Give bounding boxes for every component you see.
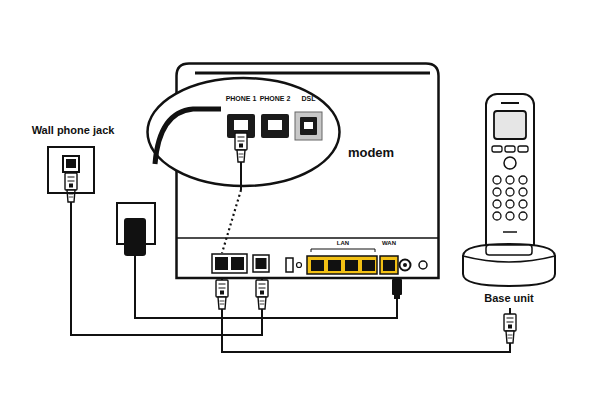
port-group-label: LAN bbox=[336, 240, 350, 247]
power-cable bbox=[135, 256, 397, 318]
port-group-label: WAN bbox=[381, 240, 397, 247]
wall-plate bbox=[49, 148, 97, 196]
port-label: PHONE 1 bbox=[226, 95, 257, 103]
node-label: Base unit bbox=[484, 292, 534, 305]
phone-plug bbox=[65, 173, 77, 206]
power-plug bbox=[392, 279, 402, 295]
zoom-circle bbox=[145, 76, 342, 188]
cordless-handset bbox=[486, 94, 534, 258]
node-label: Wall phone jack bbox=[32, 124, 115, 137]
port-label: DSL bbox=[302, 95, 316, 103]
node-label: modem bbox=[348, 146, 394, 161]
base-unit: Base unit bbox=[460, 238, 558, 308]
phone-plug bbox=[504, 314, 516, 347]
phone-plug bbox=[216, 280, 228, 313]
wall-phone-jack: Wall phone jack bbox=[47, 146, 95, 194]
wall-jack-socket bbox=[63, 156, 79, 172]
port-label: PHONE 2 bbox=[260, 95, 291, 103]
phone-plug bbox=[256, 280, 268, 313]
phone-cable bbox=[222, 278, 510, 352]
zoom-callout: PHONE 1PHONE 2 DSL bbox=[145, 76, 342, 188]
